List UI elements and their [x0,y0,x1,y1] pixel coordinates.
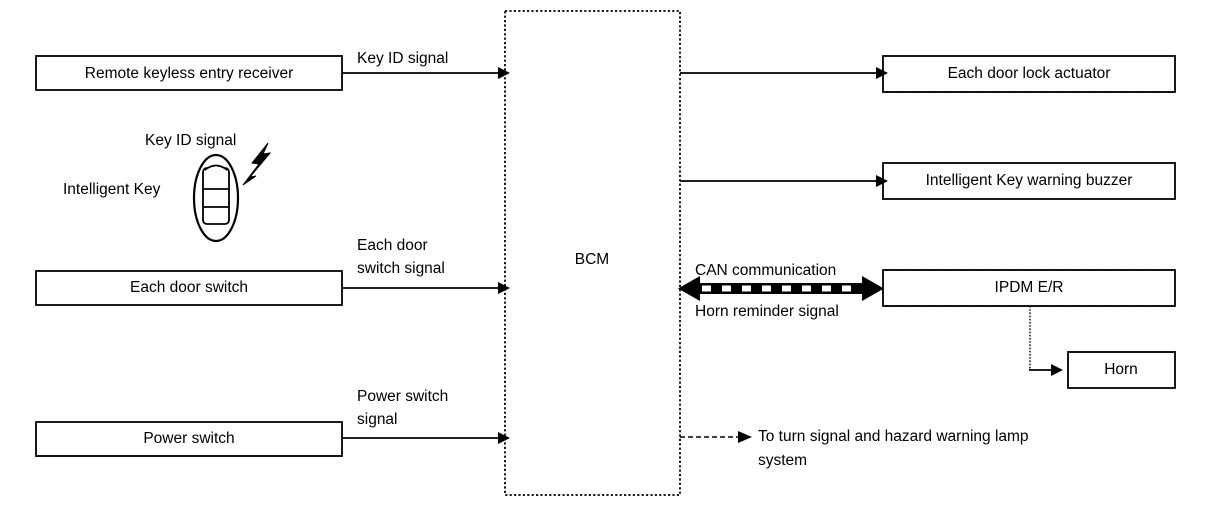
node-ipdm-er[interactable]: IPDM E/R [882,269,1176,307]
connector-bcm-to-door-lock-actuator [680,67,888,79]
can-bus-arrowhead-right [862,276,884,301]
can-bus-dash-marks [702,285,851,292]
node-each-door-lock-actuator[interactable]: Each door lock actuator [882,55,1176,93]
key-id-signal-label: Key ID signal [357,50,448,67]
door-switch-signal-label-line1: Each door [357,237,428,254]
horn-reminder-signal-label: Horn reminder signal [695,303,839,320]
connector-power-switch-to-bcm: Power switch signal [342,388,510,444]
bcm-box [504,10,681,496]
remote-receiver-box [35,55,343,91]
intelligent-key-label: Intelligent Key [63,181,161,198]
can-bus-bar [694,283,862,294]
door-switch-signal-label-line2: switch signal [357,260,445,277]
connector-door-switch-to-bcm: Each door switch signal [342,237,510,294]
power-switch-box [35,421,343,457]
key-fob-plate-icon [202,167,230,225]
rf-signal-bolt-icon [242,142,272,186]
node-bcm[interactable]: BCM [504,10,681,496]
bcm-label: BCM [575,251,609,268]
each-door-switch-label: Each door switch [130,279,248,296]
external-system-label-line2: system [758,452,807,469]
node-power-switch[interactable]: Power switch [35,421,343,457]
ipdm-box [882,269,1176,307]
node-horn[interactable]: Horn [1067,351,1176,389]
node-intelligent-key-warning-buzzer[interactable]: Intelligent Key warning buzzer [882,162,1176,200]
ipdm-label: IPDM E/R [995,279,1064,296]
key-id-wireless-signal-label: Key ID signal [145,132,236,149]
external-system-label-line1: To turn signal and hazard warning lamp [758,428,1029,445]
each-door-switch-box [35,270,343,306]
remote-receiver-label: Remote keyless entry receiver [85,65,293,82]
door-lock-actuator-label: Each door lock actuator [948,65,1111,82]
power-switch-signal-label-line2: signal [357,411,398,428]
power-switch-signal-label-line1: Power switch [357,388,448,405]
warning-buzzer-box [882,162,1176,200]
can-communication-label: CAN communication [695,262,836,279]
node-intelligent-key[interactable]: Intelligent Key Key ID signal [63,132,272,243]
horn-label: Horn [1104,361,1138,378]
node-each-door-switch[interactable]: Each door switch [35,270,343,306]
power-switch-label: Power switch [143,430,234,447]
warning-buzzer-label: Intelligent Key warning buzzer [926,172,1133,189]
horn-box [1067,351,1176,389]
connector-ipdm-to-horn [1029,306,1063,376]
node-remote-keyless-entry-receiver[interactable]: Remote keyless entry receiver [35,55,343,91]
door-lock-actuator-box [882,55,1176,93]
connector-bcm-to-external-system: To turn signal and hazard warning lamp s… [680,428,1029,469]
key-fob-cap-icon [204,164,228,171]
can-bus-arrowhead-left [678,276,700,301]
connector-bcm-to-warning-buzzer [680,175,888,187]
connector-receiver-to-bcm: Key ID signal [342,50,510,79]
connector-can-bus: CAN communication Horn reminder signal [678,262,884,320]
